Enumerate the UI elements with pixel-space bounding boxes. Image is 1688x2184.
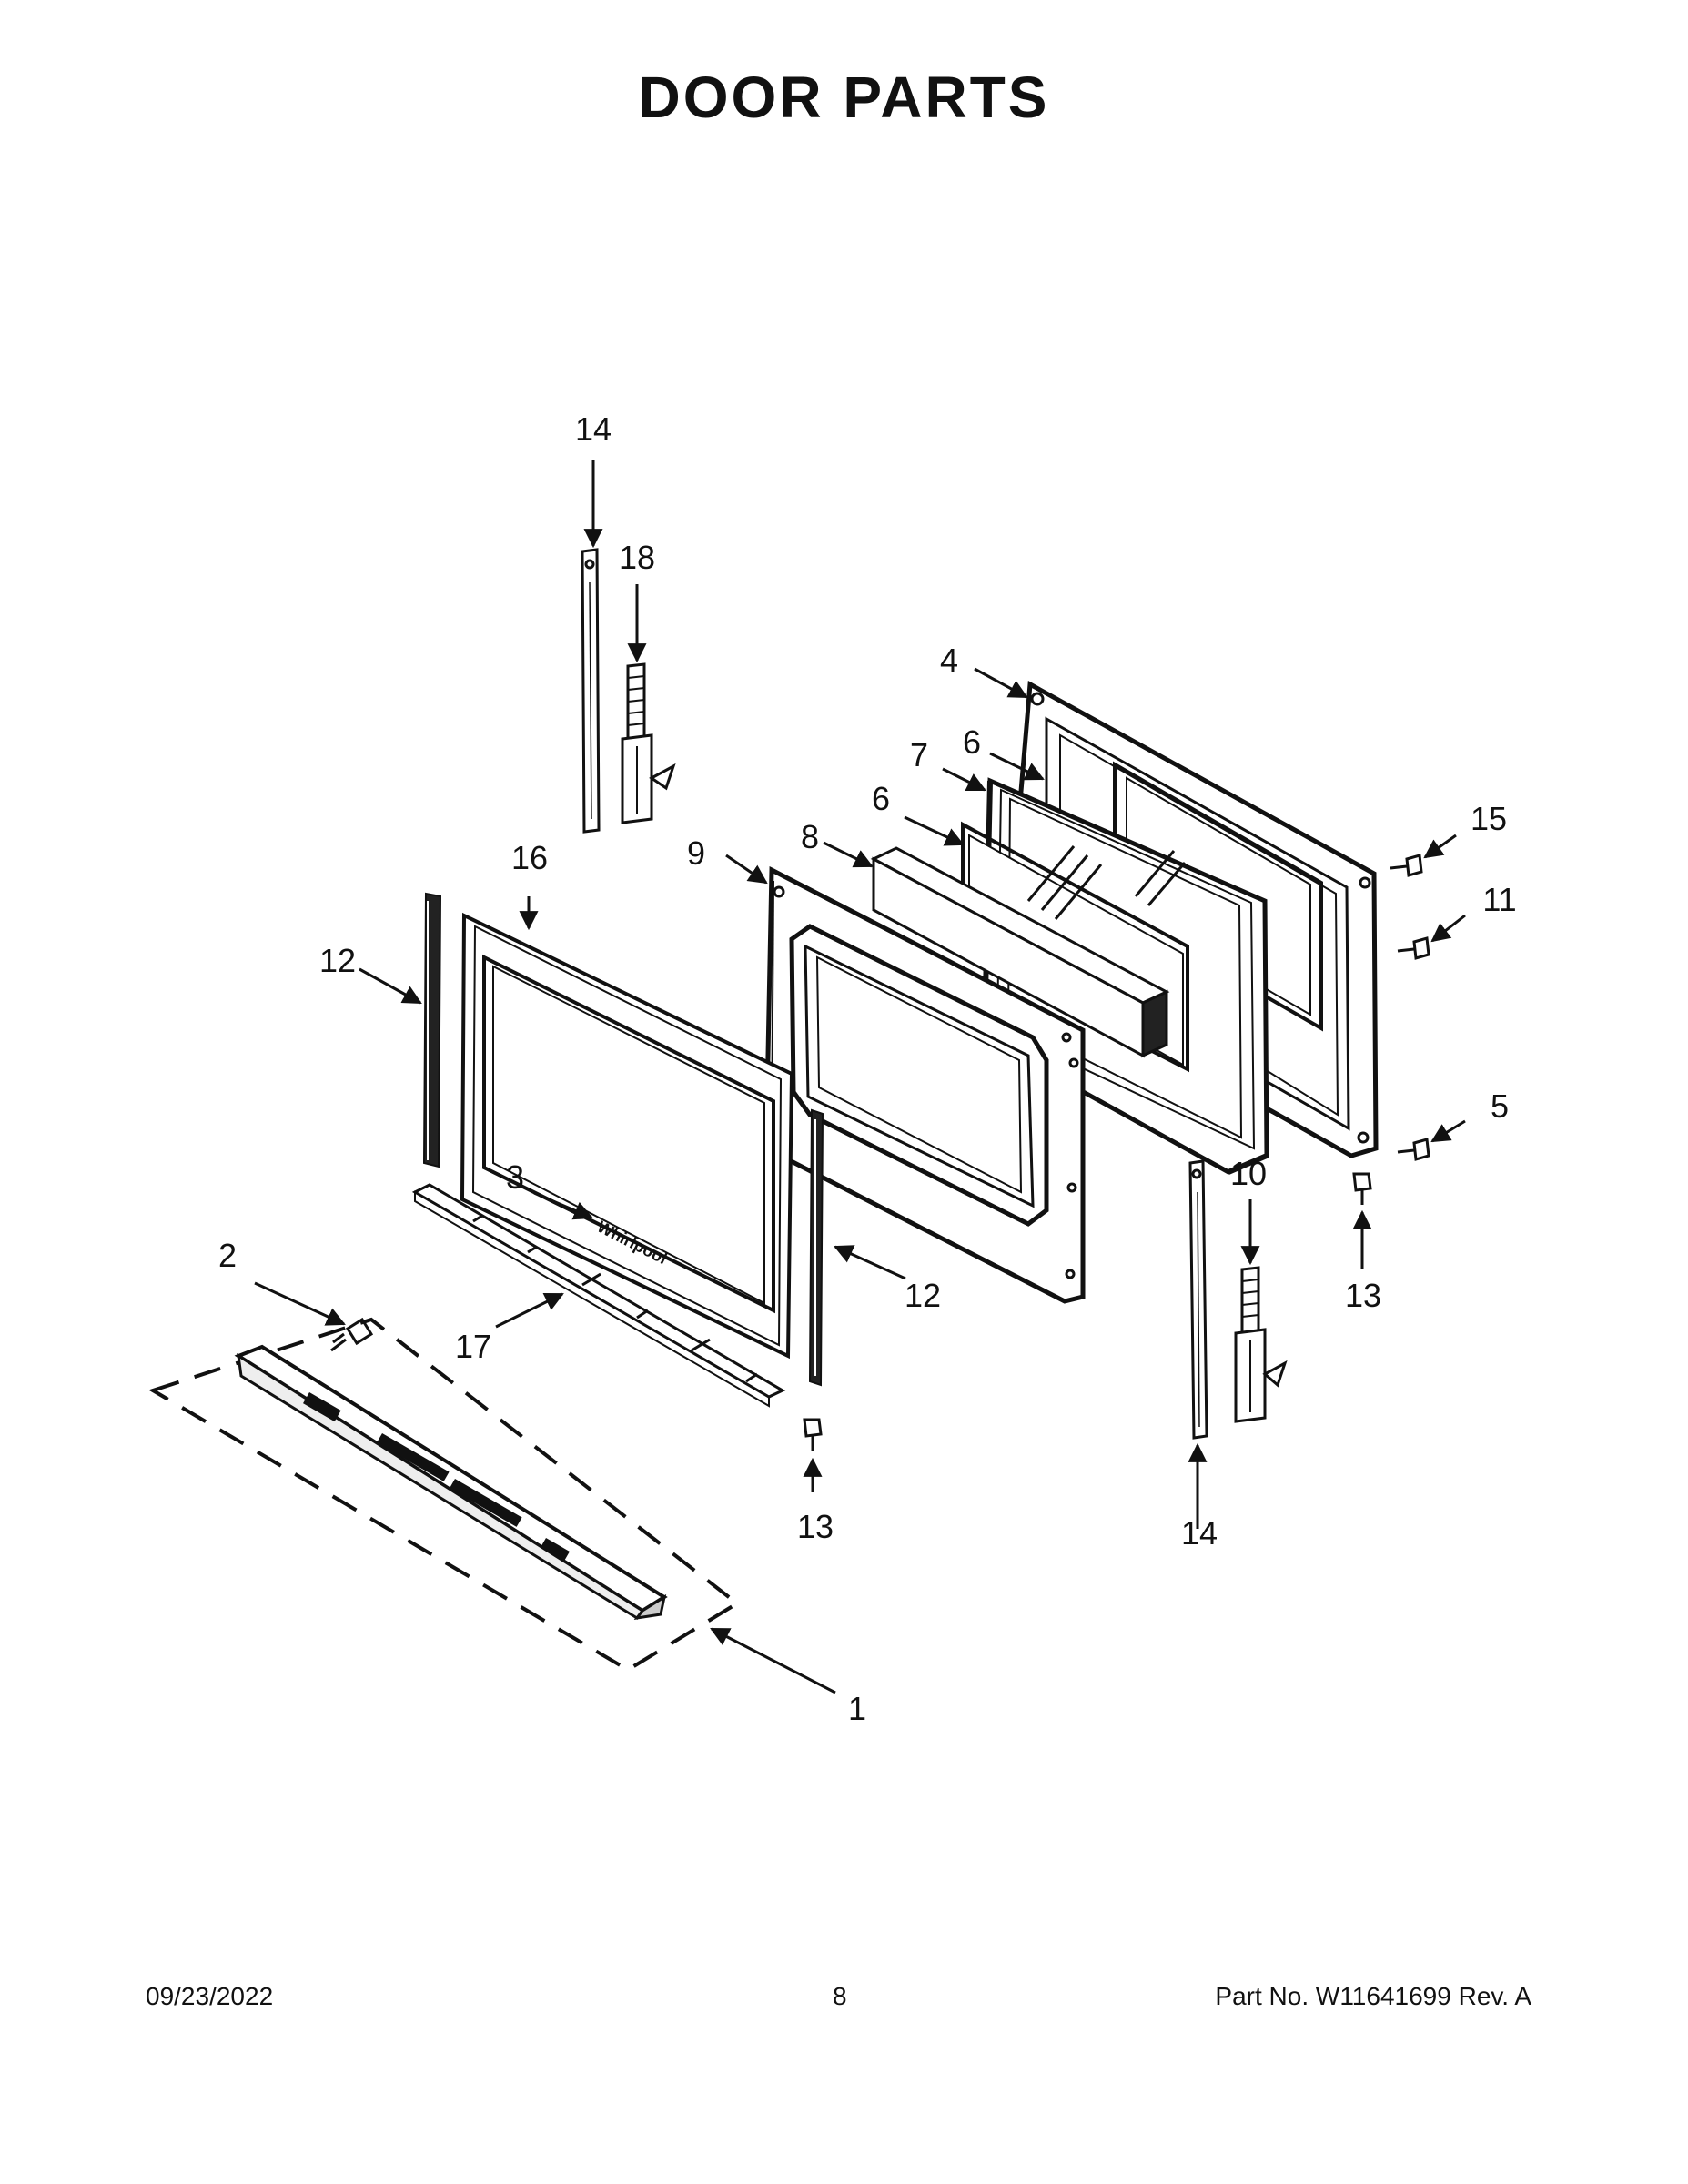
callout-3: 3 <box>506 1158 524 1196</box>
callout-1: 1 <box>848 1690 866 1727</box>
callout-11: 11 <box>1482 881 1516 918</box>
callout-14-top: 14 <box>575 410 612 448</box>
callout-16: 16 <box>511 839 548 876</box>
part-18-hinge <box>621 662 676 824</box>
callout-13-right: 13 <box>1345 1277 1381 1314</box>
callout-2: 2 <box>218 1237 237 1274</box>
part-13-screw-right <box>1352 1172 1372 1205</box>
callout-15: 15 <box>1471 800 1507 837</box>
part-17-bottom-trim <box>411 1183 786 1408</box>
callout-labels: 14 18 16 12 9 8 6 7 6 4 15 11 5 3 2 17 1… <box>218 410 1517 1727</box>
part-10-hinge <box>1234 1266 1288 1423</box>
part-16-door-frame <box>460 912 794 1360</box>
leader-lines <box>254 460 1466 1694</box>
part-8-insulation <box>870 846 1170 1058</box>
callout-8: 8 <box>801 818 819 855</box>
callout-17: 17 <box>455 1328 491 1365</box>
part-15-screw <box>1390 854 1423 877</box>
callout-13-center: 13 <box>797 1508 834 1545</box>
page-title: DOOR PARTS <box>638 65 1050 130</box>
callout-12-right: 12 <box>905 1277 941 1314</box>
part-13-screw-center <box>803 1418 823 1451</box>
part-12-side-trim-right <box>808 1108 824 1387</box>
callout-14-bottom: 14 <box>1181 1514 1218 1552</box>
footer-part-number: Part No. W11641699 Rev. A <box>1215 1982 1531 2010</box>
part-14-hinge-receiver-right <box>1188 1159 1208 1440</box>
callout-12-left: 12 <box>319 942 356 979</box>
callout-9: 9 <box>687 834 705 872</box>
part-2-screw <box>330 1317 374 1352</box>
footer-date: 09/23/2022 <box>146 1982 274 2010</box>
part-11-screw <box>1397 936 1430 960</box>
part-14-hinge-receiver-left <box>581 548 601 834</box>
callout-18: 18 <box>619 539 655 576</box>
part-1-door-handle <box>148 1317 741 1673</box>
callout-5: 5 <box>1491 1087 1509 1125</box>
callout-4: 4 <box>940 642 958 679</box>
callout-6-front: 6 <box>872 780 890 817</box>
part-12-side-trim-left <box>422 892 442 1168</box>
callout-6-rear: 6 <box>963 723 981 761</box>
footer-page-number: 8 <box>833 1982 847 2010</box>
part-5-screw <box>1397 1138 1430 1161</box>
callout-10: 10 <box>1230 1155 1267 1192</box>
callout-7: 7 <box>910 736 928 774</box>
